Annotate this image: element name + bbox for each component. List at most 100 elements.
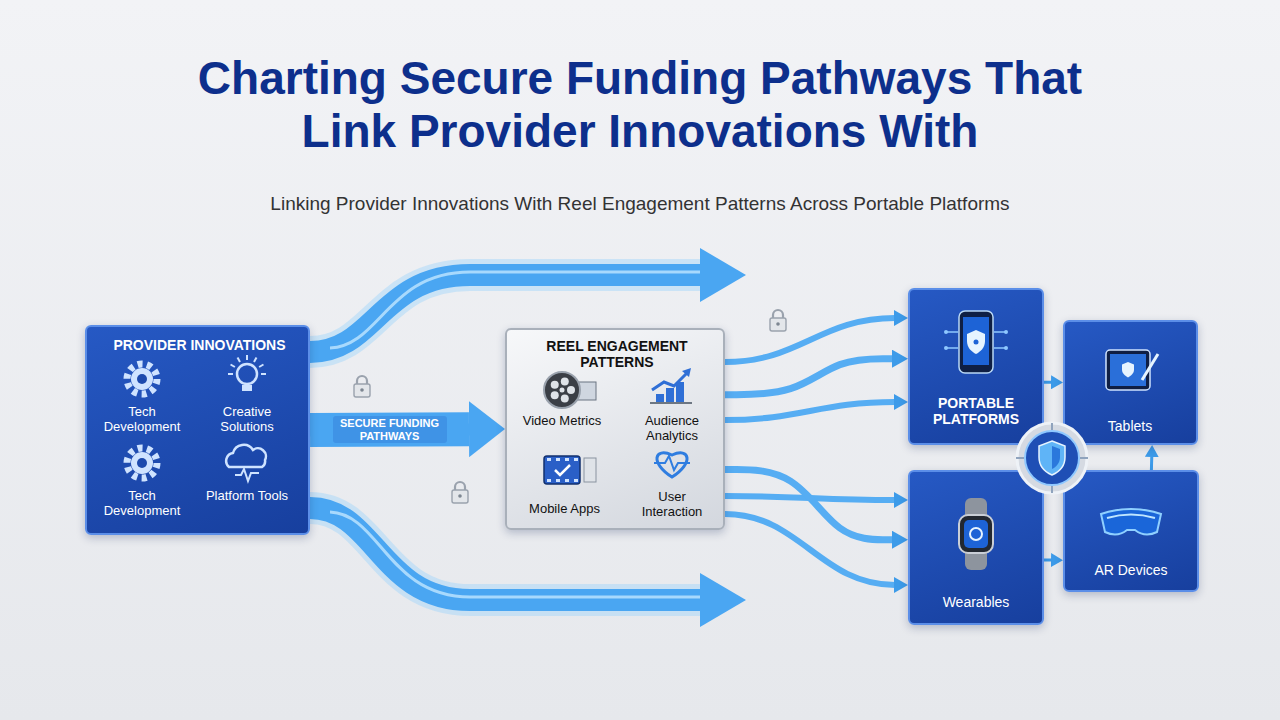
flow-strand-heads-part [894, 577, 908, 593]
flow-arrow-top-part [700, 248, 746, 302]
bulb-icon-part [261, 373, 266, 375]
security-badge [1016, 423, 1088, 493]
chart-icon-part [676, 382, 684, 402]
cloud-icon-part [226, 445, 266, 467]
flow-strand-heads-part [894, 394, 908, 410]
watch-icon-part [970, 528, 982, 540]
flow-strands-part [725, 514, 895, 585]
phone-icon-part [974, 340, 979, 345]
phone-icon-part [1004, 330, 1008, 334]
bulb-icon-part [254, 358, 257, 362]
process-box: REEL ENGAGEMENT PATTERNS Video Metrics Aud… [505, 328, 725, 530]
gear-icon-part [127, 364, 157, 394]
security-badge-part [1052, 446, 1060, 469]
bulb-icon-part [228, 373, 233, 375]
phone-icon [944, 311, 1008, 373]
tablet-icon-part [1122, 362, 1134, 378]
gear-icon-part [127, 448, 157, 478]
phone-icon-part [944, 346, 948, 350]
process-box: Tablets [1063, 320, 1198, 445]
reel-icon-part [544, 372, 580, 408]
security-badge-part [1016, 423, 1088, 493]
chart-icon [650, 368, 692, 403]
node-heading: PROVIDER INNOVATIONS [97, 337, 302, 353]
node-heading: PORTABLE PLATFORMS [916, 395, 1036, 427]
gear-icon [127, 448, 157, 478]
node-item-label: Video Metrics [522, 414, 602, 429]
video-icon-part [555, 465, 570, 475]
goggles-icon [1101, 509, 1161, 535]
chart-icon-part [656, 394, 664, 402]
video-icon [544, 456, 596, 484]
video-icon-part [574, 479, 578, 482]
phone-icon-part [959, 311, 993, 373]
node-item-label: Mobile Apps [517, 502, 612, 517]
flow-strand-heads-part [894, 310, 908, 326]
node-item-label: Tech Development [92, 489, 192, 519]
watch-icon-part [965, 498, 987, 570]
chart-icon-part [682, 368, 691, 377]
flow-connector [725, 359, 892, 395]
gear-icon-part [137, 458, 147, 468]
lock-icon-part [452, 482, 468, 503]
gear-icon-part [137, 374, 147, 384]
gear-icon-part [131, 368, 153, 390]
cloud-icon-part [235, 469, 259, 481]
node-item-label: Platform Tools [197, 489, 297, 504]
phone-icon-part [944, 330, 948, 334]
flow-strand-heads [894, 310, 908, 593]
flow-connector [725, 469, 892, 539]
connector-label: SECURE FUNDING PATHWAYS [333, 416, 447, 443]
chart-icon-part [650, 402, 692, 404]
security-badge-part [1017, 423, 1087, 493]
phone-icon-part [967, 330, 985, 354]
node-item-label: User Interaction [632, 490, 712, 520]
bulb-icon [228, 355, 266, 391]
watch-icon [959, 498, 993, 570]
flow-connector [1044, 558, 1051, 561]
process-box: Wearables [908, 470, 1044, 625]
node-heading: Tablets [1070, 418, 1190, 434]
node-heading: REEL ENGAGEMENT PATTERNS [532, 338, 702, 370]
goggles-icon-part [1107, 515, 1155, 519]
process-box: PROVIDER INNOVATIONSTech DevelopmentCrea… [85, 325, 310, 535]
video-icon-part [556, 479, 560, 482]
tablet-icon-part [1142, 354, 1158, 380]
process-box: AR Devices [1063, 470, 1199, 592]
flow-strands [725, 318, 895, 585]
chart-icon-part [652, 372, 688, 390]
video-icon-part [544, 456, 580, 484]
reel-icon-part [561, 395, 569, 403]
bulb-icon-part [237, 364, 257, 384]
flow-connector [1150, 457, 1153, 470]
node-item-label: Tech Development [92, 405, 192, 435]
video-icon-part [574, 458, 578, 461]
gear-icon [127, 364, 157, 394]
process-box: PORTABLE PLATFORMS [908, 288, 1044, 445]
goggles-icon-part [1101, 509, 1161, 535]
node-heading: Wearables [916, 594, 1036, 610]
video-icon-part [547, 458, 551, 461]
video-icon-part [547, 479, 551, 482]
tablet-icon-part [1106, 350, 1150, 390]
reel-icon-part [560, 388, 565, 393]
reel-icon-part [561, 377, 569, 385]
video-icon-part [584, 458, 596, 482]
title: Charting Secure Funding Pathways That Li… [160, 52, 1120, 158]
lock-icon-part [354, 376, 370, 397]
tablet-icon [1106, 350, 1158, 390]
video-icon-part [565, 458, 569, 461]
lock-icon-part [770, 310, 786, 331]
node-heading: AR Devices [1071, 562, 1191, 578]
tablet-icon-part [1110, 354, 1146, 386]
node-item-label: Audience Analytics [632, 414, 712, 444]
node-item-label: Creative Solutions [197, 405, 297, 435]
heart-icon-part [654, 456, 690, 470]
watch-icon-part [959, 515, 993, 553]
flow-strands-part [725, 318, 895, 362]
chart-icon-part [666, 388, 674, 402]
reel-icon-part [551, 381, 559, 389]
reel-icon-part [551, 391, 559, 399]
